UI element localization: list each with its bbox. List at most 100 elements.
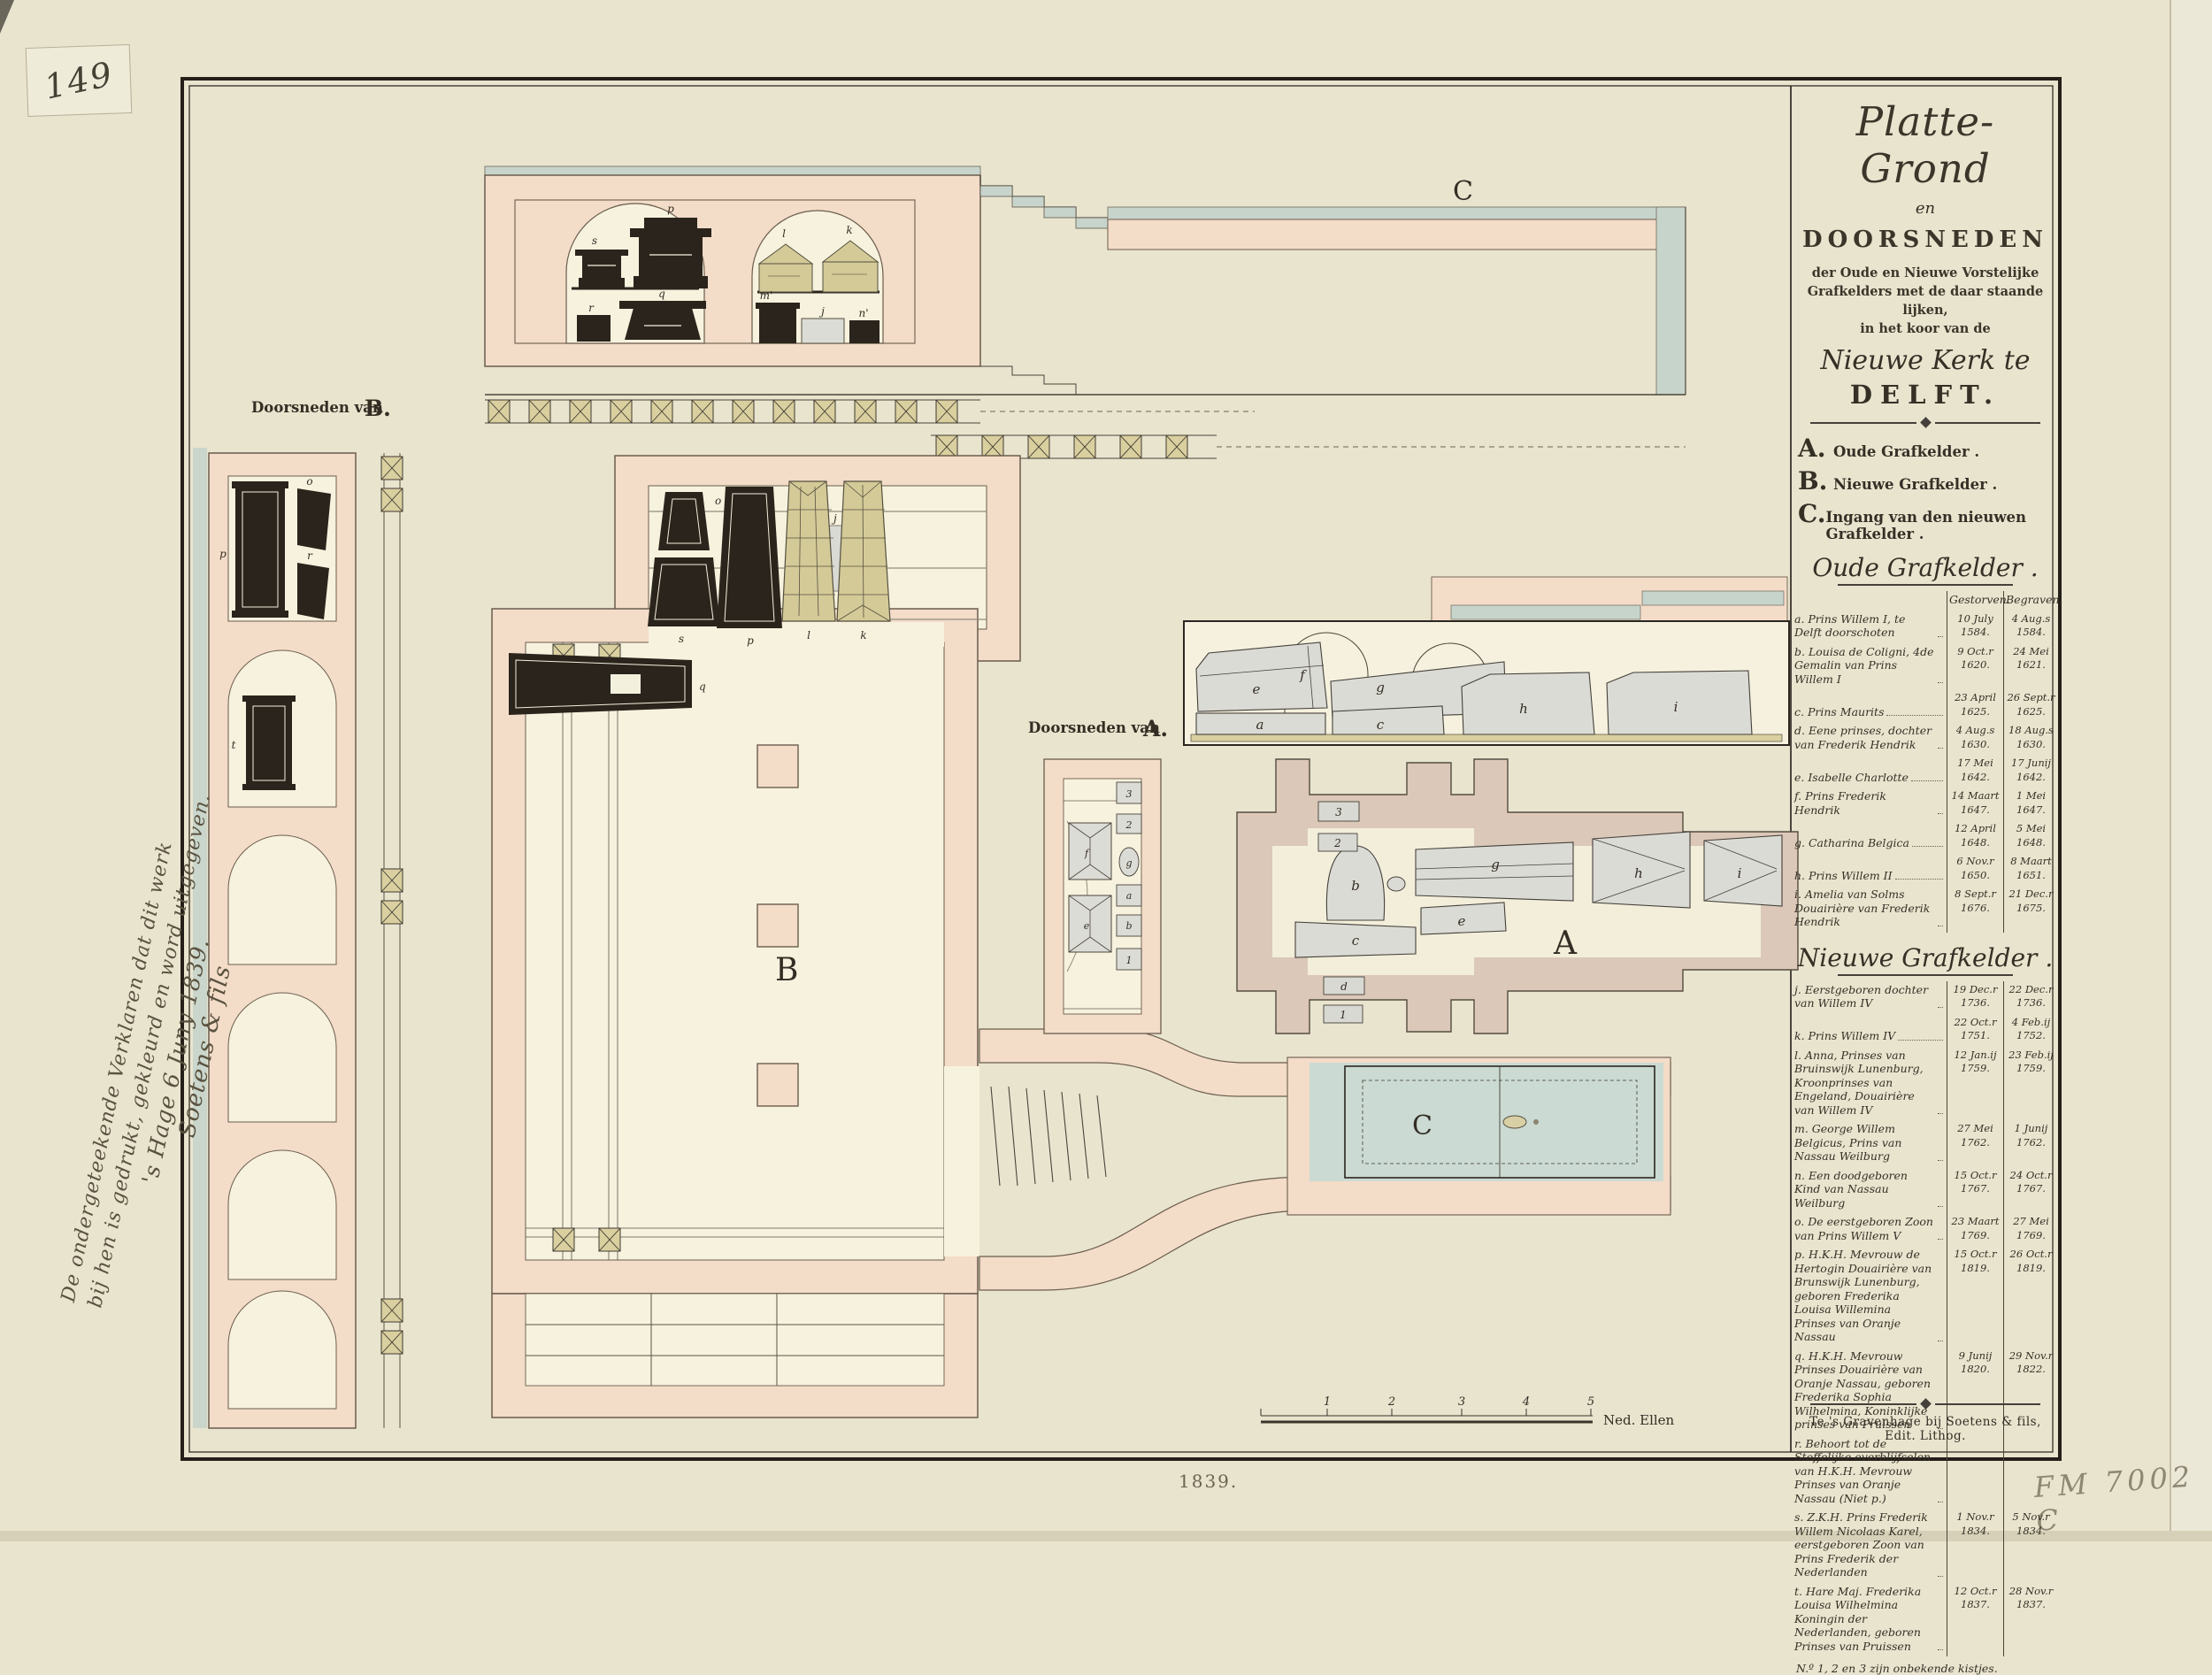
- table-row-label: p. H.K.H. Mevrouw de Hertogin Douairière…: [1793, 1246, 1947, 1348]
- row-died: 4 Aug.s 1630.: [1947, 722, 2003, 755]
- table-header-spacer: [1793, 591, 1947, 611]
- plan-b-coffins: o s p l k j q: [509, 480, 891, 715]
- coffin-label: i: [1738, 865, 1742, 881]
- row-died: 23 Maart 1769.: [1947, 1213, 2003, 1246]
- box-label: a: [1126, 890, 1133, 902]
- coffin-label: f: [1299, 667, 1307, 683]
- row-text: k. Prins Willem IV: [1794, 1029, 1896, 1042]
- coffin-label: q: [699, 680, 706, 693]
- table-row-label: t. Hare Maj. Frederika Louisa Wilhelmina…: [1793, 1583, 1947, 1657]
- row-died: 12 April 1648.: [1947, 820, 2003, 853]
- plan-b: o s p l k j q B: [491, 455, 1021, 1418]
- plan-a: b c e g h i 3 2 d 1 A: [1236, 758, 1799, 1034]
- row-died: 15 Oct.r 1767.: [1947, 1166, 2003, 1213]
- dotted-leader: [1910, 780, 1943, 781]
- stairs-top: [979, 175, 1109, 396]
- row-died: 17 Mei 1642.: [1947, 755, 2003, 788]
- row-buried: 26 Oct.r 1819.: [2003, 1246, 2058, 1348]
- scale-tick: 5: [1587, 1395, 1594, 1409]
- dotted-leader: [1938, 748, 1943, 749]
- box-label: 1: [1340, 1009, 1347, 1021]
- niche2-coffins: l k m' j n': [756, 224, 879, 344]
- title-panel: Platte-Grond en DOORSNEDEN der Oude en N…: [1793, 88, 2063, 1675]
- row-text: t. Hare Maj. Frederika Louisa Wilhelmina…: [1794, 1584, 1922, 1653]
- row-died: [1947, 1434, 2003, 1509]
- ornament-diamond: [1919, 1398, 1932, 1410]
- legend-key: B.: [1798, 466, 1828, 496]
- coffin-label: p: [219, 548, 227, 560]
- dotted-leader: [1938, 1159, 1943, 1161]
- coffin-label: i: [1674, 699, 1678, 715]
- dotted-leader: [1886, 715, 1943, 716]
- niche1-coffins: s p q r: [572, 203, 711, 342]
- row-text: h. Prins Willem II: [1794, 868, 1893, 882]
- column-header-died: Gestorven.: [1947, 591, 2010, 611]
- row-buried: 4 Feb.ij 1752.: [2003, 1013, 2058, 1047]
- dotted-leader: [1938, 1239, 1943, 1240]
- table-row-label: s. Z.K.H. Prins Frederik Willem Nicolaas…: [1793, 1509, 1947, 1583]
- coffin-label: o: [306, 475, 312, 488]
- coffin-label: s: [679, 633, 684, 645]
- row-buried: 21 Dec.r 1675.: [2003, 886, 2058, 933]
- beam-line-vertical: [380, 453, 403, 1428]
- nieuwe-grafkelder-table: j. Eerstgeboren dochter van Willem IV 19…: [1793, 980, 2058, 1657]
- top-longitudinal-section: s p q r l k m' j n': [484, 165, 1686, 459]
- box-label: 2: [1333, 837, 1341, 849]
- row-text: s. Z.K.H. Prins Frederik Willem Nicolaas…: [1794, 1510, 1928, 1579]
- row-buried: 22 Dec.r 1736.: [2003, 980, 2058, 1014]
- dotted-leader: [1938, 1006, 1943, 1008]
- table-row-label: i. Amelia van Solms Douairière van Frede…: [1793, 886, 1947, 933]
- legend-key: A.: [1798, 434, 1826, 463]
- coffin-label: k: [860, 629, 866, 642]
- coffin-label: g: [1491, 857, 1500, 872]
- coffin-label: n': [858, 307, 868, 319]
- row-buried: 24 Oct.r 1767.: [2003, 1166, 2058, 1213]
- row-died: 10 July 1584.: [1947, 610, 2003, 643]
- table-row-label: b. Louisa de Coligni, 4de Gemalin van Pr…: [1793, 643, 1947, 690]
- legend-item-a: A. Oude Grafkelder .: [1798, 434, 2058, 463]
- row-died: 12 Oct.r 1837.: [1947, 1582, 2003, 1656]
- coffin-label: p: [747, 634, 754, 647]
- annex-plan-a: Doorsneden van A. f e 3 2 g a b 1: [1028, 716, 1168, 1034]
- entrance-letter: C: [1412, 1110, 1432, 1141]
- dotted-leader: [1938, 635, 1943, 637]
- scale-unit-label: Ned. Ellen: [1603, 1412, 1675, 1428]
- hatch-handle: [1502, 1115, 1527, 1129]
- legend-text: Ingang van den nieuwen Grafkelder .: [1825, 509, 2027, 542]
- plan-b-beams: [526, 642, 944, 1260]
- box-label: 3: [1335, 806, 1342, 818]
- row-text: o. De eerstgeboren Zoon van Prins Willem…: [1794, 1215, 1933, 1242]
- coffin-label: r: [307, 549, 313, 562]
- dotted-leader: [1938, 1575, 1943, 1577]
- ornament-diamond: [1919, 417, 1932, 428]
- row-died: 9 Junij 1820.: [1947, 1347, 2003, 1435]
- corridor-entrance-c: C: [979, 1028, 1671, 1291]
- table-row-label: j. Eerstgeboren dochter van Willem IV: [1793, 981, 1947, 1014]
- coffin-label: t: [232, 739, 236, 751]
- publisher-imprint: Te 's Gravenhage bij Soetens & fils, Edi…: [1809, 1415, 2041, 1443]
- pillar: [757, 903, 799, 948]
- table-row-label: o. De eerstgeboren Zoon van Prins Willem…: [1793, 1213, 1947, 1246]
- box-label: 2: [1125, 819, 1133, 831]
- page-title: Platte-Grond: [1855, 98, 1995, 192]
- row-text: m. George Willem Belgicus, Prins van Nas…: [1794, 1122, 1902, 1163]
- dotted-leader: [1938, 682, 1943, 683]
- row-buried: 1 Mei 1647.: [2003, 788, 2058, 820]
- corridor-letter: C: [1453, 176, 1473, 207]
- row-text: f. Prins Frederik Hendrik: [1794, 789, 1886, 817]
- section-a-caption: Doorsneden van: [1028, 719, 1160, 736]
- stamp-number: 149: [41, 54, 117, 107]
- coffin-label: o: [715, 495, 721, 507]
- title-doorsneden: DOORSNEDEN: [1802, 227, 2048, 253]
- paper-edge: [2170, 0, 2212, 1541]
- subtitle-line: der Oude en Nieuwe Vorstelijke: [1811, 265, 2039, 280]
- scale-tick: 1: [1324, 1395, 1331, 1409]
- dotted-leader: [1938, 1649, 1943, 1650]
- table-row-label: d. Eene prinses, dochter van Frederik He…: [1793, 722, 1947, 755]
- row-text: d. Eene prinses, dochter van Frederik He…: [1794, 724, 1932, 751]
- section-a-caption-letter: A.: [1142, 716, 1168, 741]
- coffin-label: r: [588, 302, 595, 314]
- table-row-label: r. Behoort tot de Stoffelijke overblijfs…: [1793, 1435, 1947, 1510]
- scale-tick: 3: [1458, 1395, 1465, 1409]
- row-text: g. Catharina Belgica: [1794, 835, 1909, 849]
